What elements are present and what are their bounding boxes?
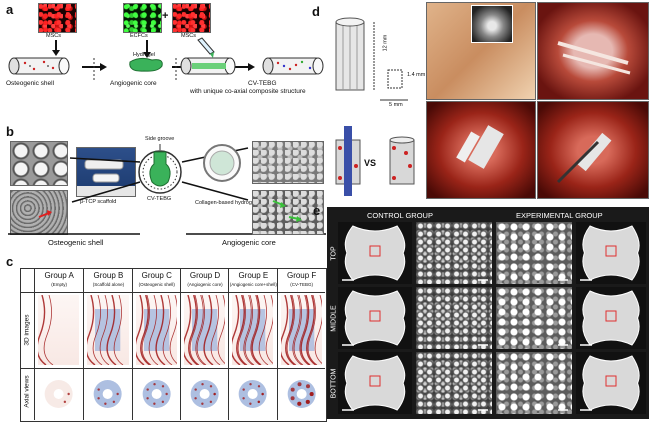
group-column-f: Group F (CV-TEBG) [276, 268, 326, 420]
ct-image [416, 287, 492, 349]
ct-image [338, 287, 412, 349]
msc-micrograph-right [172, 3, 211, 33]
panel-c-row-divider [20, 368, 325, 369]
ct-image [416, 352, 492, 414]
sem-image-core-bottom [252, 190, 324, 235]
osteogenic-shell-cylinder [8, 57, 70, 75]
sem-image-core-top [252, 141, 324, 184]
dim-height: 12 mm [382, 34, 389, 52]
row-label-axial: Axial views [23, 375, 31, 408]
sem-image-shell-bottom [10, 190, 68, 235]
plus-sign: + [162, 10, 169, 22]
vessel-3d-image [230, 294, 276, 366]
ct-image [496, 287, 572, 349]
ct-image [576, 352, 646, 414]
photo-surgery-1 [537, 2, 649, 100]
msc-label-right: MSCs [181, 33, 196, 39]
scaffold-schematic [335, 17, 415, 196]
panel-c-header-divider [20, 292, 325, 293]
panel-a-diagram [8, 37, 324, 80]
row-label-3d: 3D images [23, 314, 31, 346]
group-subtitle: (CV-TEBG) [290, 282, 314, 287]
ct-image [576, 287, 646, 349]
ct-row-label-bottom: BOTTOM [330, 368, 338, 399]
group-name: Group D [189, 271, 221, 280]
ct-image [496, 352, 572, 414]
group-name: Group F [286, 271, 317, 280]
group-subtitle: (Angiogenic core) [187, 282, 223, 287]
vessel-3d-image [36, 294, 80, 366]
dim-hole: 1.4 mm [407, 72, 426, 78]
composite-cylinder [180, 37, 236, 75]
ct-image [576, 222, 646, 284]
ct-image [338, 222, 412, 284]
msc-micrograph-left [38, 3, 77, 33]
axial-view-image [38, 372, 79, 416]
control-group-header: CONTROL GROUP [367, 211, 433, 220]
panel-b-diagram [8, 144, 326, 235]
panel-label-a: a [6, 2, 14, 17]
experimental-group-header: EXPERIMENTAL GROUP [516, 211, 603, 220]
cv-tebg-description: with unique co-axial composite structure [190, 88, 306, 95]
hydrogel-label: Hydrogel [133, 52, 156, 58]
group-subtitle: (Empty) [51, 282, 68, 287]
axial-view-image [232, 372, 273, 416]
panel-label-e: e [313, 203, 321, 218]
ct-image [416, 222, 492, 284]
panel-c-label-col [20, 268, 35, 420]
group-name: Group B [93, 271, 124, 280]
group-subtitle: (Angiogenic core+shell) [229, 282, 277, 287]
ct-image [338, 352, 412, 414]
ct-image [496, 222, 572, 284]
ct-row-label-top: TOP [330, 246, 338, 261]
photo-surgery-2 [426, 101, 536, 199]
ct-row-label-middle: MIDDLE [330, 305, 338, 332]
ecfc-label: ECFCs [130, 33, 148, 39]
axial-view-image [281, 372, 322, 416]
vessel-3d-image [133, 294, 179, 366]
group-name: Group C [141, 271, 172, 280]
msc-label-left: MSCs [46, 33, 61, 39]
hydrogel-photo-label: Collagen-based hydrogel [195, 200, 257, 206]
photo-limb [426, 2, 536, 100]
ecfc-micrograph [123, 3, 162, 33]
group-subtitle: (Scaffold alone) [92, 282, 125, 287]
cv-tebg-label: CV-TEBG [248, 80, 277, 87]
center-diagram-label: CV-TEBG [147, 196, 172, 202]
scaffold-photo [76, 147, 136, 197]
group-column-e: Group E (Angiogenic core+shell) [228, 268, 277, 420]
angiogenic-core-caption: Angiogenic core [222, 238, 276, 247]
group-column-b: Group B (Scaffold alone) [83, 268, 132, 420]
side-groove-label: Side groove [145, 136, 175, 142]
photo-surgery-3 [537, 101, 649, 199]
panel-label-d: d [312, 4, 320, 19]
group-column-a: Group A (Empty) [35, 268, 83, 420]
axial-view-image [87, 372, 128, 416]
axial-view-image [184, 372, 225, 416]
cv-tebg-cylinder [262, 57, 324, 75]
xray-inset [471, 5, 513, 43]
scaffold-label: β-TCP scaffold [80, 199, 117, 205]
axial-view-image [136, 372, 177, 416]
group-name: Group E [238, 271, 269, 280]
vs-label: VS [364, 158, 377, 168]
group-column-d: Group D (Angiogenic core) [179, 268, 229, 420]
vessel-3d-image [278, 294, 324, 366]
group-subtitle: (Osteogenic shell) [138, 282, 175, 287]
vessel-3d-image [85, 294, 129, 366]
sem-image-shell-top [10, 141, 68, 186]
osteogenic-shell-caption: Osteogenic shell [48, 238, 104, 247]
vessel-3d-image [182, 294, 228, 366]
angiogenic-core-label: Angiogenic core [110, 80, 157, 87]
dim-width: 5 mm [389, 102, 403, 108]
panel-label-c: c [6, 254, 14, 269]
osteogenic-shell-label: Osteogenic shell [6, 80, 55, 87]
group-column-c: Group C (Osteogenic shell) [131, 268, 181, 420]
panel-label-b: b [6, 124, 14, 139]
group-name: Group A [44, 271, 74, 280]
